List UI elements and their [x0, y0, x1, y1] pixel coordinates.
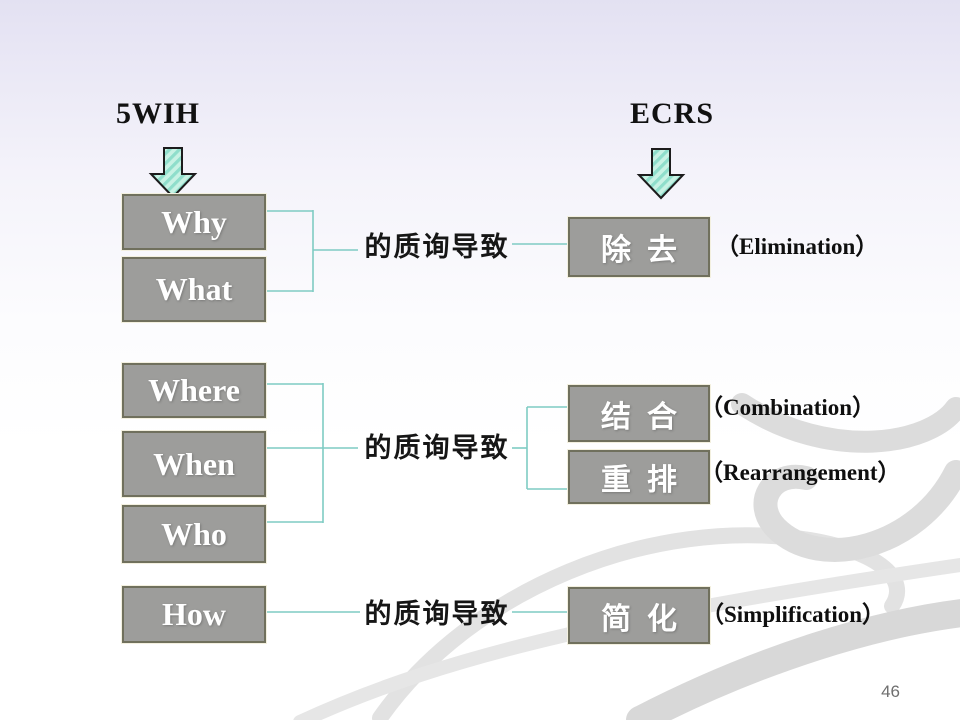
english-label-simplification: （Simplification） — [701, 602, 886, 627]
result-box-elimination: 除去 — [568, 217, 710, 277]
connector-label-row3: 的质询导致 — [364, 599, 510, 629]
page-number: 46 — [881, 682, 900, 701]
question-box-what: What — [122, 257, 266, 322]
result-label: 重排 — [601, 464, 693, 497]
question-label: Where — [148, 372, 240, 408]
english-label-elimination: （Elimination） — [716, 234, 879, 259]
question-box-why: Why — [122, 194, 266, 250]
question-label: Who — [161, 515, 227, 552]
down-arrow-icon — [148, 147, 198, 199]
english-label-combination: （Combination） — [700, 395, 876, 420]
down-arrow-icon — [636, 148, 686, 200]
question-box-who: Who — [122, 505, 266, 563]
question-box-when: When — [122, 431, 266, 497]
result-label: 除去 — [601, 234, 693, 267]
question-label: When — [153, 445, 235, 482]
left-column-title: 5WIH — [116, 97, 201, 130]
result-box-simplification: 简化 — [568, 587, 710, 644]
result-box-rearrangement: 重排 — [568, 450, 710, 504]
connector-label-row2: 的质询导致 — [364, 433, 510, 463]
question-label: Why — [161, 203, 227, 240]
right-column-title: ECRS — [630, 97, 715, 130]
result-box-combination: 结合 — [568, 385, 710, 442]
question-label: How — [162, 596, 226, 632]
question-box-where: Where — [122, 363, 266, 418]
result-label: 简化 — [601, 602, 693, 636]
question-box-how: How — [122, 586, 266, 643]
question-label: What — [155, 271, 233, 307]
english-label-rearrangement: （Rearrangement） — [700, 460, 901, 485]
connector-label-row1: 的质询导致 — [364, 232, 510, 262]
result-label: 结合 — [601, 400, 693, 434]
